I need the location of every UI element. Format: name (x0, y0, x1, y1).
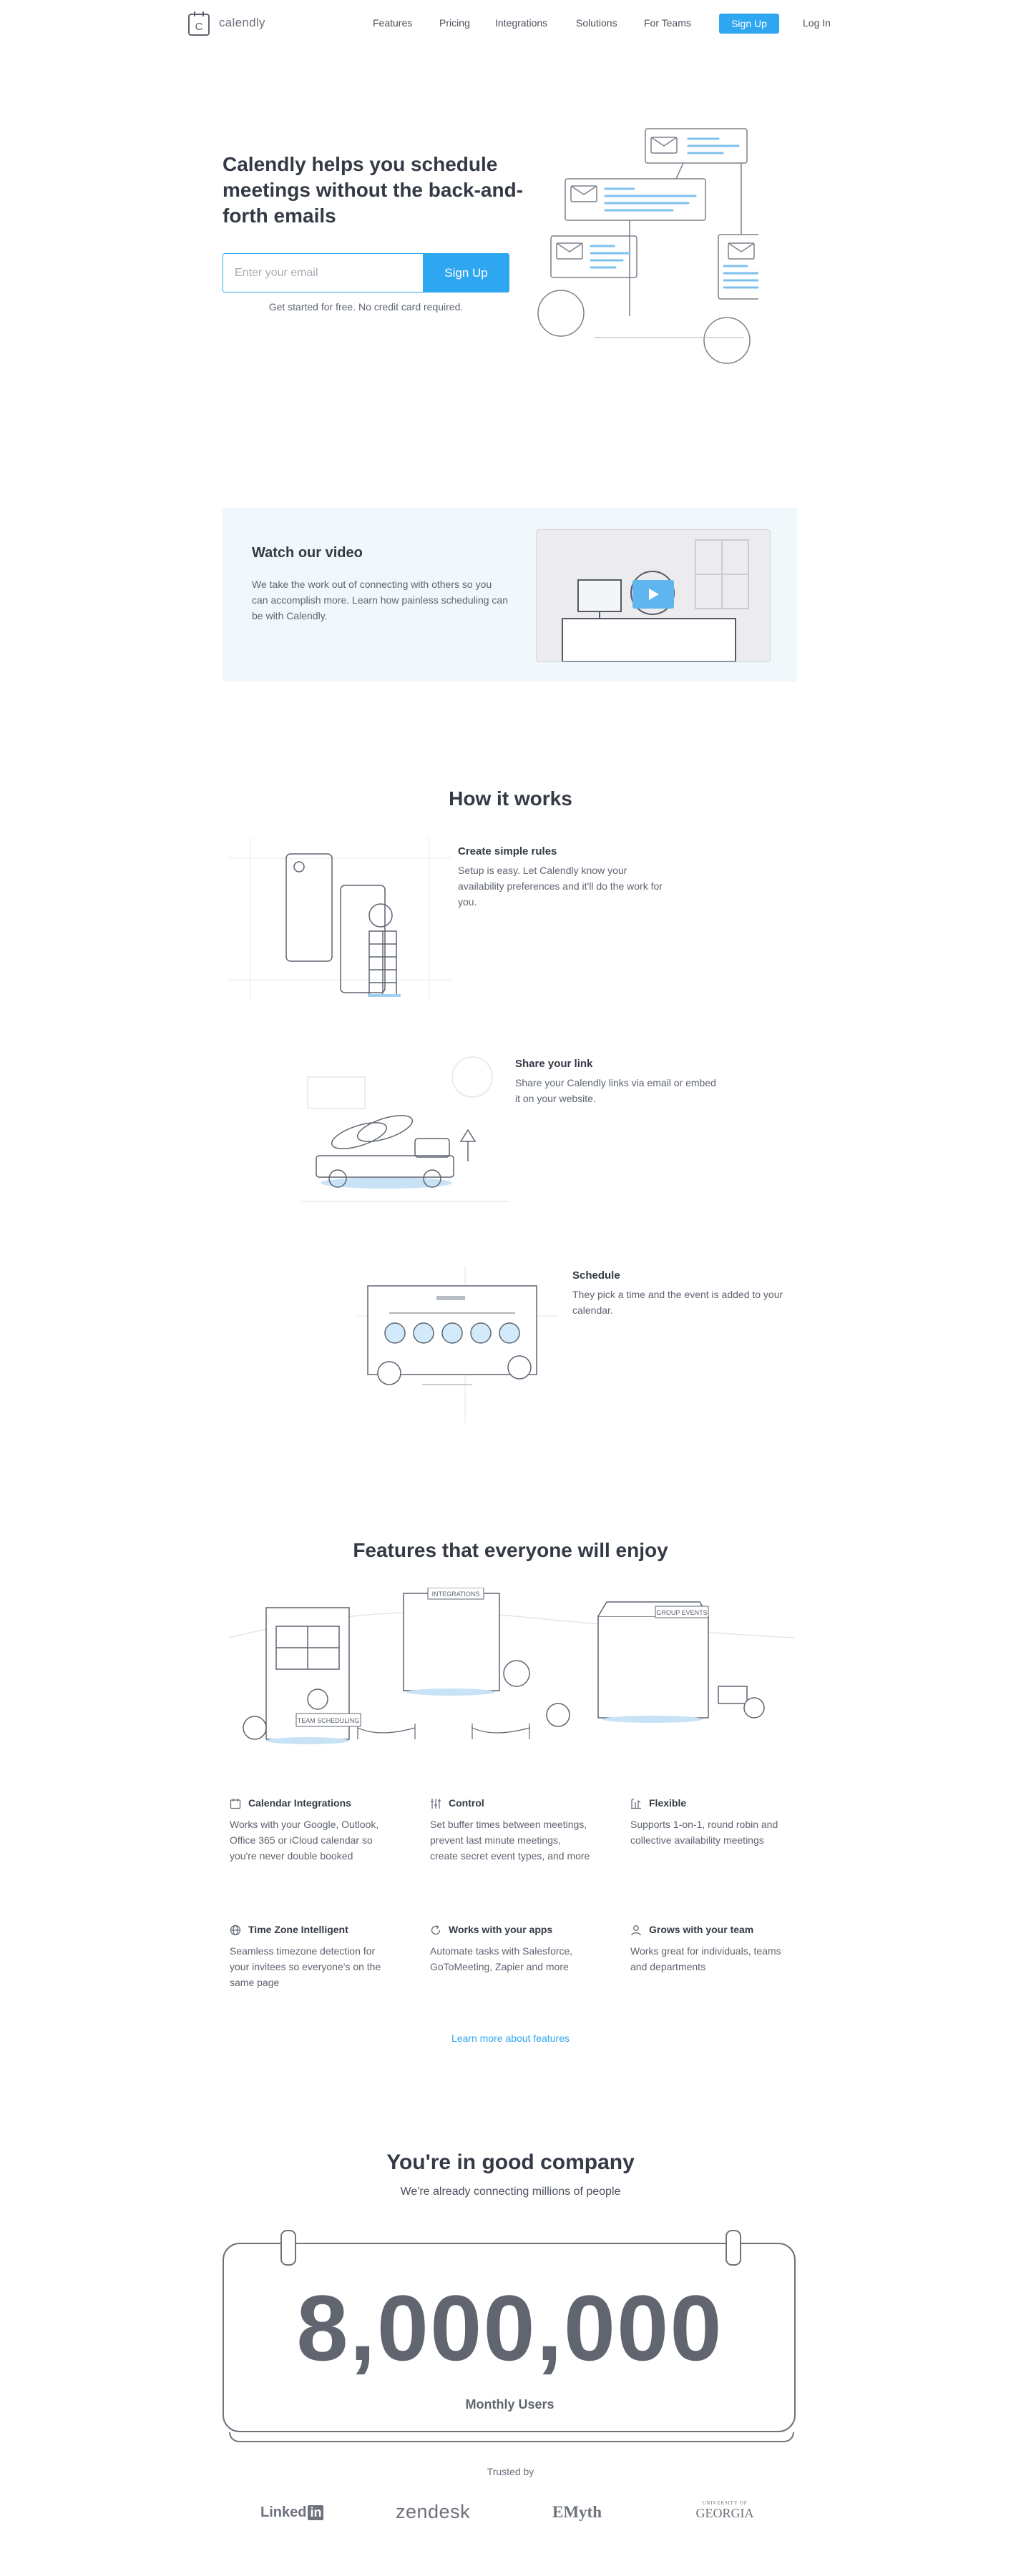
step-1-desc: Setup is easy. Let Calendly know your av… (458, 865, 663, 908)
step-rules-illustration (229, 837, 451, 1001)
georgia-logo: UNIVERSITY OF GEORGIA (691, 2500, 758, 2521)
feature-title: Time Zone Intelligent (248, 1924, 348, 1935)
zendesk-logo: zendesk (396, 2501, 471, 2522)
user-icon (631, 1925, 641, 1936)
nav-signup-button[interactable]: Sign Up (719, 14, 779, 34)
feature-desc: Automate tasks with Salesforce, GoToMeet… (430, 1945, 573, 1972)
globe-icon (230, 1924, 241, 1936)
feature-title: Grows with your team (649, 1924, 754, 1935)
nav-pricing[interactable]: Pricing (439, 17, 470, 29)
svg-text:C: C (195, 21, 203, 33)
nav-for-teams[interactable]: For Teams (644, 17, 691, 29)
georgia-logo-big: GEORGIA (695, 2506, 754, 2520)
team-scheduling-sign: TEAM SCHEDULING (298, 1717, 360, 1724)
step-schedule-illustration (358, 1266, 558, 1423)
users-count: 8,000,000 (296, 2276, 723, 2380)
linkedin-logo-badge: in (308, 2505, 324, 2520)
features-illustration: TEAM SCHEDULING INTEGRATIONS GROUP EVENT… (228, 1587, 795, 1752)
video-description: We take the work out of connecting with … (252, 579, 508, 621)
counter-hanger-right (726, 2230, 741, 2266)
step-3-title: Schedule (572, 1269, 620, 1282)
play-icon (649, 589, 659, 600)
company-title: You're in good company (386, 2150, 635, 2174)
nav-integrations[interactable]: Integrations (495, 17, 548, 29)
video-thumbnail[interactable] (536, 529, 771, 662)
how-it-works-title: How it works (449, 787, 572, 810)
nav-features[interactable]: Features (373, 17, 413, 29)
feature-desc: Supports 1-on-1, round robin and collect… (630, 1819, 778, 1846)
email-input[interactable] (223, 253, 423, 292)
step-2-title: Share your link (515, 1058, 593, 1070)
feature-title: Works with your apps (449, 1924, 553, 1935)
nav-login-link[interactable]: Log In (803, 17, 831, 29)
feature-desc: Works with your Google, Outlook, Office … (230, 1819, 379, 1862)
step-2-desc: Share your Calendly links via email or e… (515, 1077, 716, 1104)
group-events-sign: GROUP EVENTS (656, 1609, 707, 1616)
feature-desc: Seamless timezone detection for your inv… (230, 1945, 381, 1988)
feature-title: Calendar Integrations (248, 1797, 351, 1809)
play-button[interactable] (632, 580, 674, 609)
linkedin-logo-text: Linked (260, 2504, 307, 2520)
users-counter-card (223, 2243, 796, 2432)
features-title: Features that everyone will enjoy (353, 1539, 668, 1561)
learn-more-link[interactable]: Learn more about features (451, 2032, 570, 2044)
hero-note: Get started for free. No credit card req… (268, 301, 464, 313)
hero-illustration (529, 123, 788, 366)
hero-signup-button[interactable]: Sign Up (423, 253, 509, 292)
company-subtitle: We're already connecting millions of peo… (400, 2186, 621, 2198)
calendar-icon (230, 1799, 241, 1809)
feature-desc: Set buffer times between meetings, preve… (430, 1819, 590, 1862)
feature-title: Control (449, 1797, 484, 1809)
feature-title: Flexible (649, 1797, 687, 1809)
video-title: Watch our video (252, 545, 363, 561)
feature-desc: Works great for individuals, teams and d… (630, 1945, 781, 1972)
hero-title: Calendly helps you schedule meetings wit… (223, 153, 524, 227)
emyth-logo: EMyth (552, 2503, 602, 2521)
counter-hanger-left (280, 2230, 296, 2266)
counter-card-shadow (229, 2432, 794, 2442)
sync-icon (431, 1924, 441, 1935)
step-1-title: Create simple rules (458, 845, 557, 857)
step-3-desc: They pick a time and the event is added … (572, 1289, 783, 1316)
step-share-illustration (301, 1051, 508, 1209)
flexible-icon (631, 1798, 641, 1809)
nav-solutions[interactable]: Solutions (576, 17, 617, 29)
georgia-logo-small: UNIVERSITY OF (702, 2500, 748, 2506)
logo-icon[interactable]: C (187, 11, 210, 36)
users-count-label: Monthly Users (465, 2397, 555, 2412)
integrations-sign: INTEGRATIONS (432, 1591, 480, 1598)
sliders-icon (431, 1799, 441, 1809)
logo-text[interactable]: calendly (219, 16, 265, 29)
trusted-by-label: Trusted by (487, 2466, 534, 2477)
